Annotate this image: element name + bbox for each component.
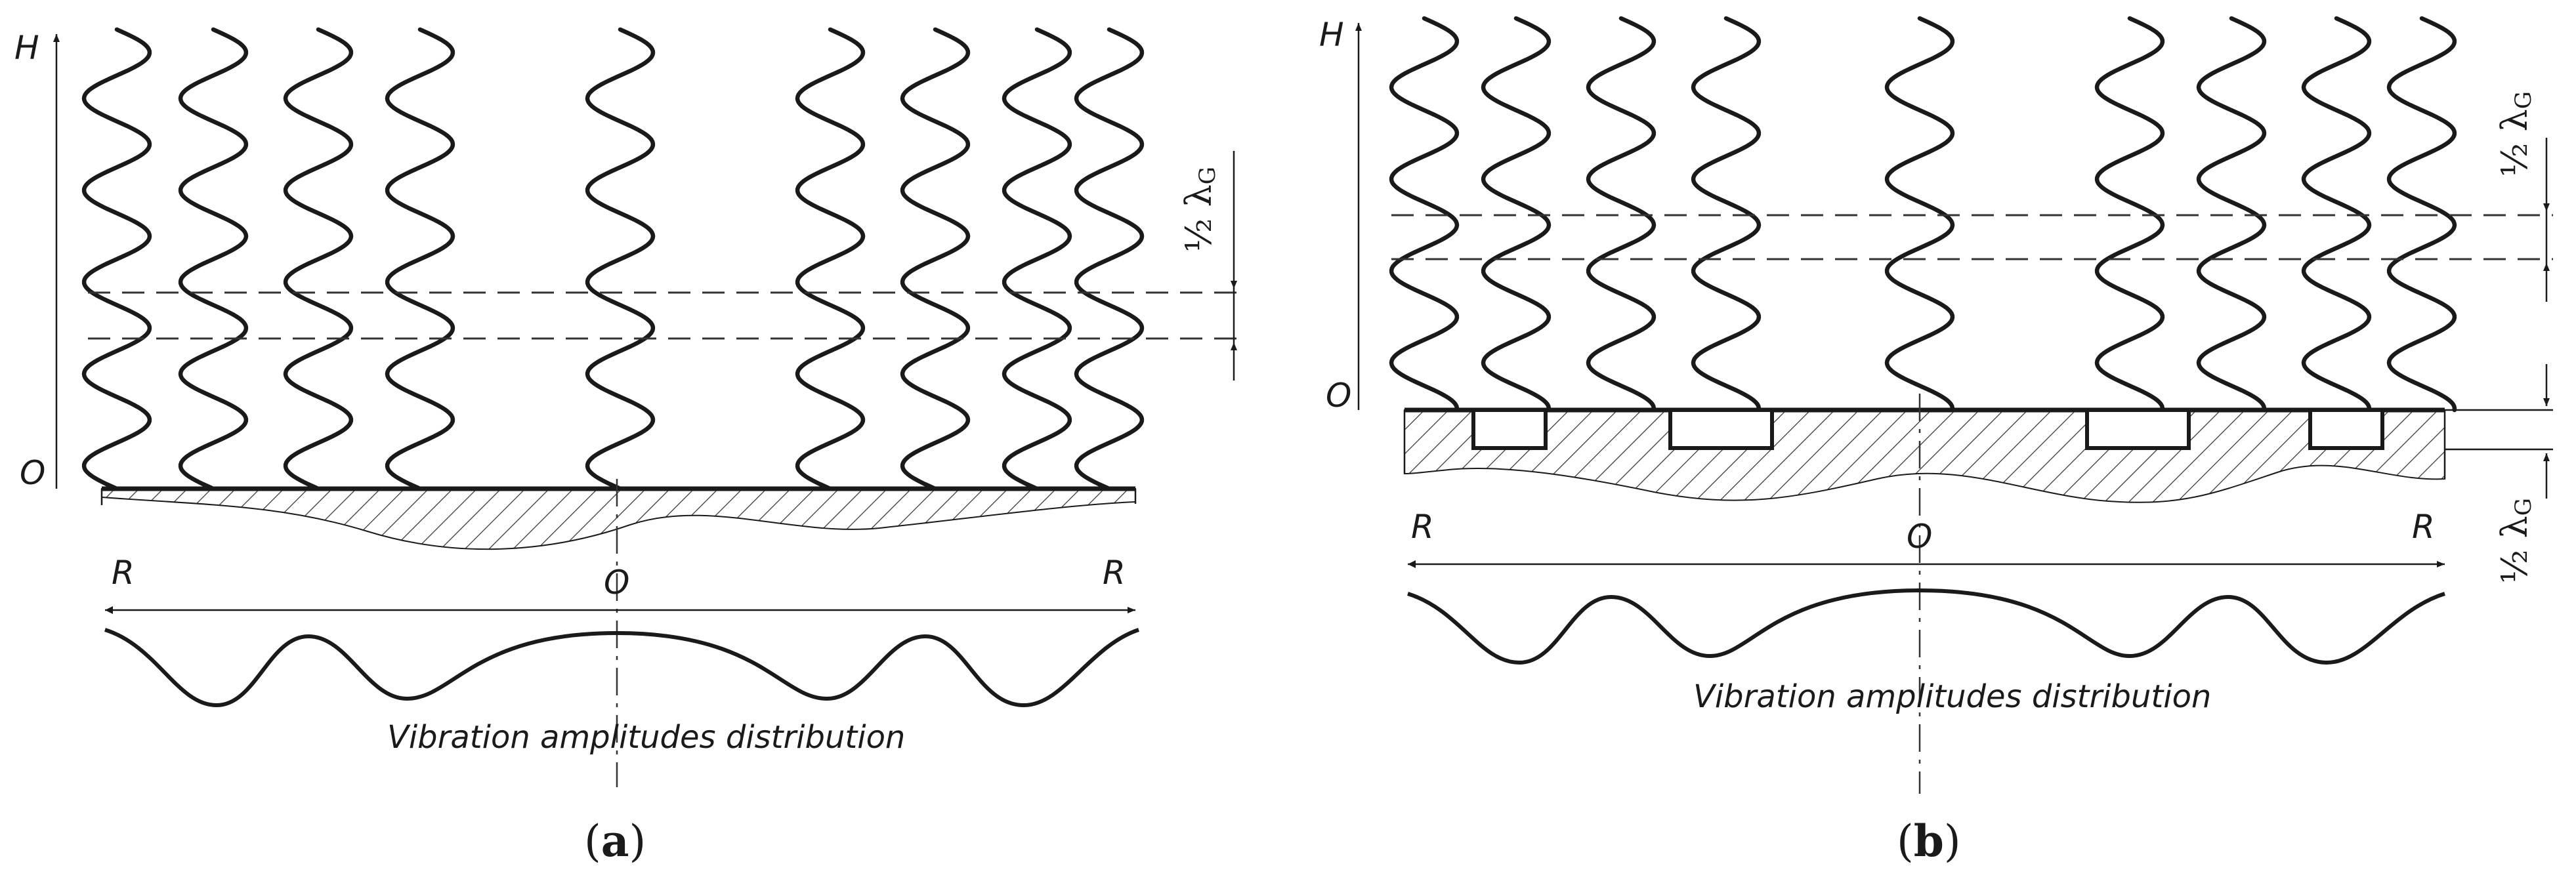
plate-hatched-a <box>101 488 1136 550</box>
distribution-text-b: Vibration amplitudes distribution <box>1693 678 2211 715</box>
a-wave-5 <box>585 27 656 491</box>
a-wave-6 <box>795 27 866 491</box>
amplitude-curve-b <box>1407 588 2445 665</box>
panel-a: H O ½ λG R R O Vibration amplitudes dist… <box>14 27 1247 867</box>
half-wavelength-bottom-b: ½ λG <box>2494 498 2537 584</box>
origin-label-a: O <box>20 454 45 492</box>
groove-3 <box>2085 408 2191 450</box>
a-wave-7 <box>900 27 971 491</box>
groove-2 <box>1668 408 1774 450</box>
a-wave-9 <box>1074 27 1145 491</box>
r-right-label-a: R <box>1103 554 1126 592</box>
origin-label-b: O <box>1326 377 1351 415</box>
half-wavelength-top-b: ½ λG <box>2494 91 2537 177</box>
a-wave-4 <box>385 27 455 491</box>
b-wave-1 <box>1389 16 1460 413</box>
caption-b: (b) <box>1897 815 1961 867</box>
b-wave-9 <box>2386 16 2457 413</box>
panel-b: H O ½ λG ½ λG R R O Vibration <box>1319 16 2553 867</box>
a-wave-2 <box>178 27 249 491</box>
r-right-label-b: R <box>2412 508 2435 546</box>
wave-columns-a <box>81 27 1145 491</box>
groove-4 <box>2308 408 2384 450</box>
a-wave-1 <box>81 27 152 491</box>
grooves-b <box>1471 408 2384 450</box>
h-label-a: H <box>14 29 39 67</box>
h-label-b: H <box>1319 16 1344 54</box>
plate-hatched-b <box>1404 409 2445 503</box>
a-wave-3 <box>283 27 354 491</box>
caption-a: (a) <box>584 815 646 867</box>
groove-1 <box>1471 408 1548 450</box>
distribution-text-a: Vibration amplitudes distribution <box>387 719 905 756</box>
half-wavelength-a: ½ λG <box>1178 167 1221 253</box>
r-left-label-b: R <box>1411 508 1434 546</box>
center-label-b: O <box>1907 518 1932 556</box>
r-left-label-a: R <box>112 554 135 592</box>
center-label-a: O <box>604 564 629 602</box>
a-wave-8 <box>1002 27 1072 491</box>
amplitude-curve-a <box>104 628 1139 708</box>
